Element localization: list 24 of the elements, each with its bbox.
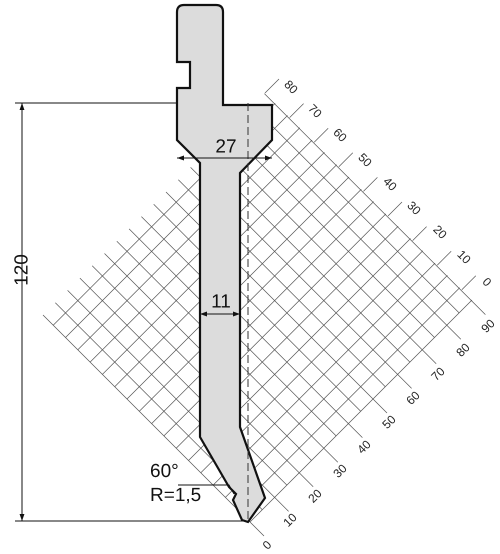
scale-number: 10 [455, 248, 473, 266]
leader-line [178, 484, 234, 494]
scale-number: 40 [355, 438, 373, 456]
scale-number: 0 [480, 275, 494, 289]
scale-number: 10 [281, 511, 299, 529]
scale-number: 90 [479, 317, 497, 335]
dimension-text: 11 [211, 292, 231, 312]
angle-radius-note: 60° [150, 460, 180, 484]
scale-number: 30 [405, 199, 423, 217]
scale-number: 50 [356, 151, 374, 169]
scale-number: 20 [306, 487, 324, 505]
scale-number: 80 [454, 341, 472, 359]
angle-radius-note: R=1,5 [150, 484, 202, 508]
scale-number: 80 [282, 78, 300, 96]
scale-number: 70 [306, 102, 324, 120]
scale-number: 60 [404, 389, 422, 407]
scale-number: 30 [331, 462, 349, 480]
scale-number: 0 [260, 538, 274, 552]
scale-number: 50 [380, 413, 398, 431]
dimension-text: 27 [215, 138, 237, 156]
scale-number: 60 [331, 126, 349, 144]
scale-number: 70 [429, 365, 447, 383]
scale-number: 40 [381, 175, 399, 193]
scale-number: 20 [431, 223, 449, 241]
